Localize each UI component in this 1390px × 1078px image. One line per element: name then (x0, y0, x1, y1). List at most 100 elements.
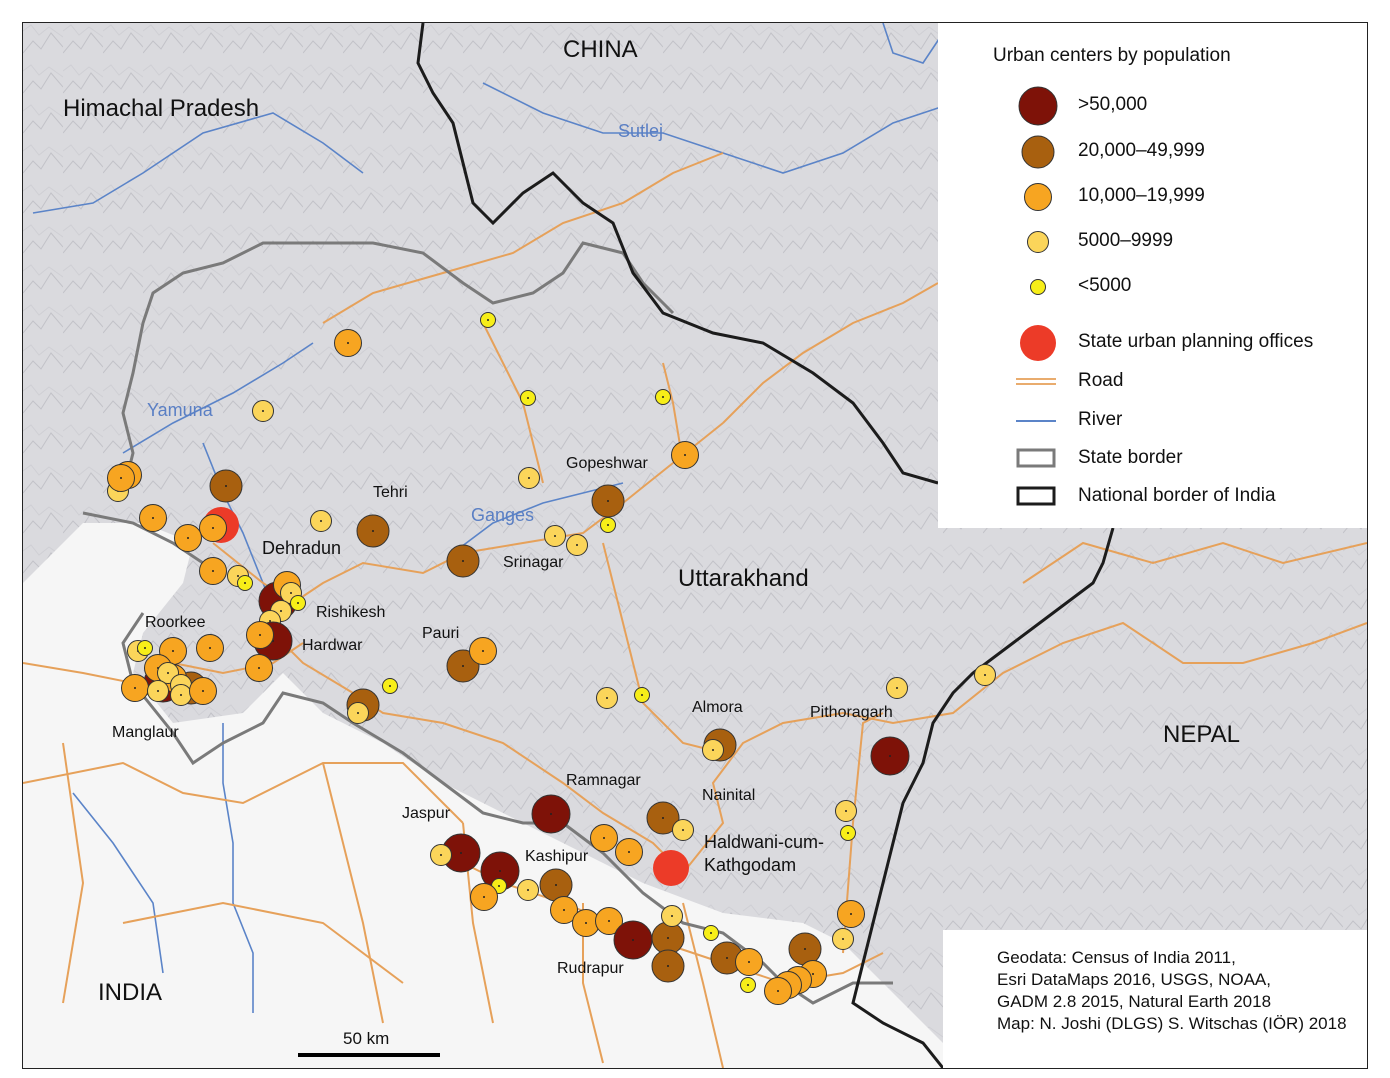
city-marker-center-dot (157, 690, 159, 692)
city-marker-center-dot (667, 937, 669, 939)
region-label-india: INDIA (98, 979, 163, 1006)
city-marker-center-dot (498, 885, 500, 887)
credits-line: GADM 2.8 2015, Natural Earth 2018 (997, 992, 1272, 1011)
city-label-nainital: Nainital (702, 787, 756, 804)
credits-line: Geodata: Census of India 2011, (997, 948, 1236, 967)
city-marker-center-dot (462, 665, 464, 667)
legend-title: Urban centers by population (993, 45, 1231, 66)
city-marker-center-dot (662, 817, 664, 819)
city-marker-center-dot (460, 852, 462, 854)
city-marker-center-dot (144, 647, 146, 649)
credits-line: Map: N. Joshi (DLGS) S. Witschas (IÖR) 2… (997, 1014, 1347, 1033)
city-marker-center-dot (607, 500, 609, 502)
city-marker-planning-office (653, 850, 689, 886)
city-marker-center-dot (212, 527, 214, 529)
city-marker-center-dot (202, 690, 204, 692)
city-marker-center-dot (237, 575, 239, 577)
city-label-kashipur: Kashipur (525, 848, 589, 865)
river-label-sutlej: Sutlej (618, 121, 664, 141)
city-marker-center-dot (667, 965, 669, 967)
city-marker-center-dot (585, 922, 587, 924)
city-marker-center-dot (628, 851, 630, 853)
legend-label-road: Road (1078, 370, 1124, 391)
city-marker-center-dot (259, 634, 261, 636)
legend-symbol-10000-19999 (1024, 183, 1052, 211)
city-label-hardwar: Hardwar (302, 637, 363, 654)
city-marker-center-dot (120, 477, 122, 479)
city-marker-center-dot (528, 477, 530, 479)
city-marker-center-dot (845, 810, 847, 812)
city-marker-center-dot (554, 535, 556, 537)
city-marker-center-dot (483, 896, 485, 898)
city-label-almora: Almora (692, 699, 743, 716)
city-marker-center-dot (152, 517, 154, 519)
city-marker-center-dot (576, 544, 578, 546)
plains-area (23, 523, 963, 1068)
city-marker-center-dot (710, 932, 712, 934)
city-marker-center-dot (607, 524, 609, 526)
city-marker-center-dot (347, 342, 349, 344)
city-marker-center-dot (748, 961, 750, 963)
city-marker-center-dot (499, 870, 501, 872)
city-label-srinagar: Srinagar (503, 554, 564, 571)
city-label-pauri: Pauri (422, 625, 460, 642)
city-label-ramnagar: Ramnagar (566, 772, 641, 789)
legend-symbol-under-5000 (1030, 279, 1046, 295)
city-marker-center-dot (209, 647, 211, 649)
map-legend: Urban centers by population >50,000 20,0… (938, 23, 1367, 528)
city-marker-center-dot (777, 990, 779, 992)
city-label-haldwani-line2: Kathgodam (704, 855, 797, 875)
city-marker-center-dot (684, 454, 686, 456)
city-marker-center-dot (280, 610, 282, 612)
river-label-yamuna: Yamuna (147, 400, 213, 420)
city-marker-center-dot (482, 650, 484, 652)
city-marker-center-dot (440, 854, 442, 856)
city-marker-center-dot (555, 884, 557, 886)
legend-label-20000-49999: 20,000–49,999 (1078, 140, 1205, 161)
city-marker-center-dot (212, 570, 214, 572)
city-marker-center-dot (850, 913, 852, 915)
city-markers (107, 312, 996, 1005)
national-border (416, 23, 1115, 1068)
legend-label-over-50000: >50,000 (1078, 94, 1148, 115)
legend-label-planning-office: State urban planning offices (1078, 331, 1314, 352)
city-marker-center-dot (842, 938, 844, 940)
city-marker-center-dot (812, 973, 814, 975)
city-marker-center-dot (984, 674, 986, 676)
region-label-china: CHINA (563, 36, 638, 63)
city-marker-center-dot (167, 672, 169, 674)
city-marker-center-dot (747, 984, 749, 986)
map-credits: Geodata: Census of India 2011, Esri Data… (943, 930, 1367, 1068)
legend-label-river: River (1078, 409, 1123, 430)
city-marker-center-dot (134, 687, 136, 689)
city-marker-center-dot (896, 687, 898, 689)
city-marker-center-dot (682, 829, 684, 831)
city-marker-center-dot (712, 749, 714, 751)
city-label-tehri: Tehri (373, 484, 408, 501)
city-marker-center-dot (632, 939, 634, 941)
city-marker-center-dot (563, 909, 565, 911)
city-marker-center-dot (889, 755, 891, 757)
city-label-jaspur: Jaspur (402, 805, 451, 822)
city-label-gopeshwar: Gopeshwar (566, 455, 648, 472)
legend-symbol-state-border (1016, 448, 1056, 468)
city-label-rudrapur: Rudrapur (557, 960, 624, 977)
city-marker-center-dot (603, 837, 605, 839)
city-marker-center-dot (269, 620, 271, 622)
city-marker-center-dot (847, 832, 849, 834)
city-marker-center-dot (225, 485, 227, 487)
city-marker-center-dot (527, 397, 529, 399)
river-label-ganges: Ganges (471, 505, 535, 525)
legend-label-10000-19999: 10,000–19,999 (1078, 185, 1205, 206)
city-label-dehradun: Dehradun (262, 538, 342, 558)
legend-symbol-20000-49999 (1021, 135, 1055, 169)
city-label-haldwani-line1: Haldwani-cum- (704, 832, 825, 852)
city-marker-center-dot (180, 694, 182, 696)
legend-symbol-over-50000 (1018, 86, 1058, 126)
city-marker-center-dot (641, 694, 643, 696)
region-label-himachal: Himachal Pradesh (63, 95, 260, 122)
city-marker-center-dot (172, 650, 174, 652)
city-marker-center-dot (187, 537, 189, 539)
city-marker-center-dot (320, 520, 322, 522)
city-label-rishikesh: Rishikesh (316, 604, 386, 621)
